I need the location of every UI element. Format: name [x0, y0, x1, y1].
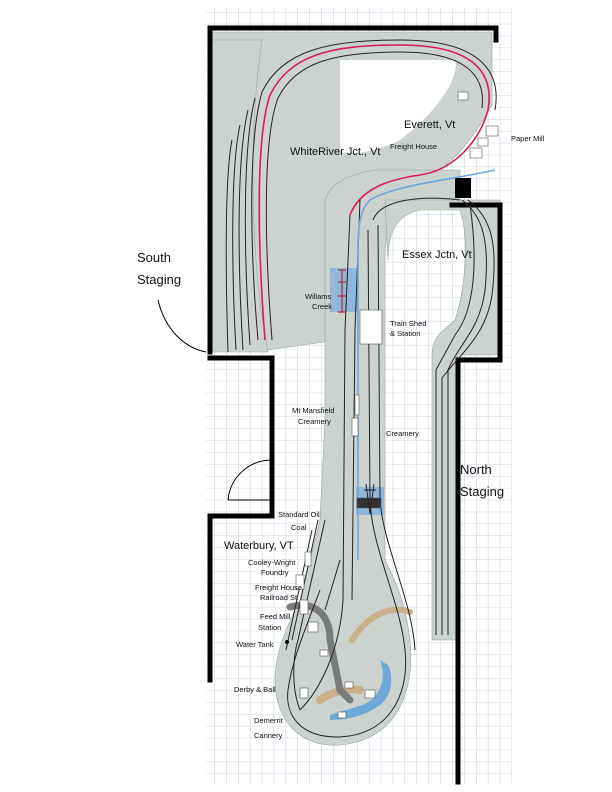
- willams-creek-label-line1: Willams: [305, 292, 331, 301]
- station-label: Station: [258, 623, 281, 632]
- bridges: [338, 269, 376, 515]
- mt-mansfield-label-line2: Creamery: [298, 417, 331, 426]
- creamery-label: Creamery: [386, 429, 419, 438]
- room-walls: [207, 25, 503, 785]
- railroad-st-label: Railroad St: [260, 593, 298, 602]
- willams-creek-label-line2: Creek: [312, 302, 332, 311]
- tracks: [225, 39, 497, 738]
- south-staging-label-line2: Staging: [137, 272, 181, 287]
- coal-label: Coal: [291, 523, 307, 532]
- north-staging-label-line1: North: [460, 462, 492, 477]
- train-shed-label-line2: & Station: [390, 329, 420, 338]
- essex-label: Essex Jctn, Vt: [402, 249, 472, 261]
- paper-mill-label: Paper Mill: [511, 134, 545, 143]
- demerrit-label-line2: Cannery: [254, 731, 283, 740]
- cooley-wright-label-line2: Foundry: [261, 568, 289, 577]
- feed-mill-label: Feed Mill: [260, 612, 291, 621]
- mt-mansfield-label-line1: Mt Mansfield: [292, 406, 335, 415]
- whiteriver-label: WhiteRiver Jct., Vt: [290, 146, 380, 158]
- wall-block: [455, 178, 471, 198]
- cooley-wright-label-line1: Cooley-Wright: [248, 558, 296, 567]
- labels: South Staging North Staging WhiteRiver J…: [137, 119, 545, 740]
- waterbury-label: Waterbury, VT: [224, 540, 294, 552]
- doors: [157, 299, 273, 501]
- everett-freight-house-label: Freight House: [390, 142, 437, 151]
- demerrit-label-line1: Demerrit: [254, 716, 284, 725]
- everett-label: Everett, Vt: [404, 119, 455, 131]
- south-staging-label-line1: South: [137, 250, 171, 265]
- standard-oil-label: Standard Oil: [278, 510, 320, 519]
- water-tank-marker: [285, 640, 289, 644]
- water-tank-label: Water Tank: [236, 640, 274, 649]
- waterbury-freight-house-label: Freight House: [255, 583, 302, 592]
- north-staging-label-line2: Staging: [460, 484, 504, 499]
- derby-ball-label: Derby & Ball: [234, 685, 276, 694]
- train-shed-label-line1: Train Shed: [390, 319, 426, 328]
